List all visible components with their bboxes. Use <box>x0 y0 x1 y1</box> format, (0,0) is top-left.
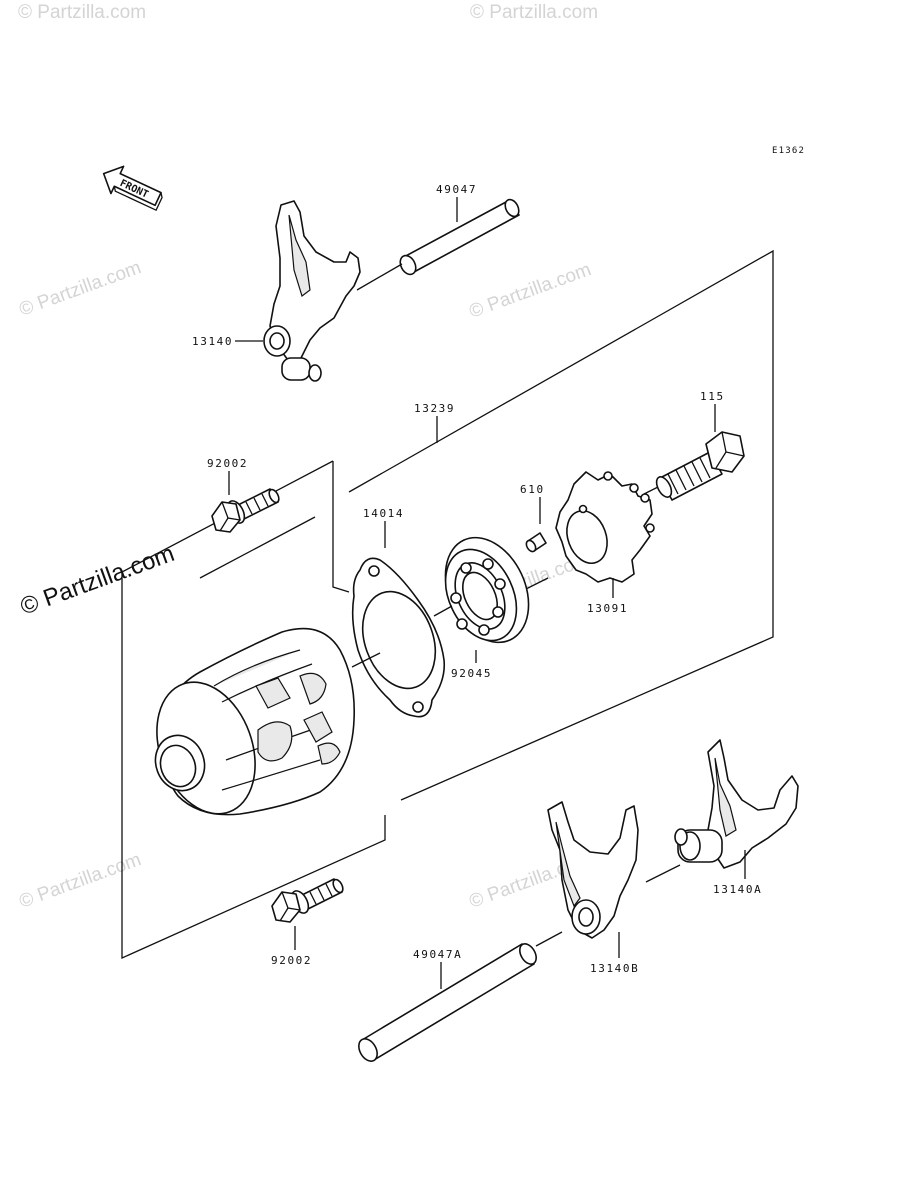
bearing-92045 <box>444 536 530 644</box>
bolt-115 <box>655 431 745 501</box>
label-49047: 49047 <box>436 183 477 196</box>
label-13091: 13091 <box>587 602 628 615</box>
label-92045: 92045 <box>451 667 492 680</box>
shift-fork-13140A <box>674 739 799 869</box>
shift-rod-49047A <box>358 943 537 1062</box>
bolt-92002-top <box>211 488 280 533</box>
pin-610 <box>525 532 547 553</box>
label-13140: 13140 <box>192 335 233 348</box>
cam-13091 <box>555 471 655 583</box>
label-49047A: 49047A <box>413 948 462 961</box>
front-arrow-icon: FRONT <box>102 165 163 212</box>
partzilla-watermark: © Partzilla.com <box>17 540 178 621</box>
watermark: © Partzilla.com <box>18 2 146 23</box>
watermark: © Partzilla.com <box>17 849 144 913</box>
label-13140A: 13140A <box>713 883 762 896</box>
watermark: © Partzilla.com <box>470 2 598 23</box>
label-13140B: 13140B <box>590 962 639 975</box>
shift-fork-13140 <box>263 200 361 382</box>
label-92002-bottom: 92002 <box>271 954 312 967</box>
watermark: © Partzilla.com <box>17 257 144 321</box>
shift-drum-13239 <box>154 627 356 816</box>
assembly-bracket <box>121 249 774 960</box>
label-14014: 14014 <box>363 507 404 520</box>
bolt-92002-bottom <box>271 878 344 923</box>
diagram-code: E1362 <box>772 146 805 156</box>
shift-fork-13140B <box>547 801 639 939</box>
watermark: © Partzilla.com <box>467 259 594 323</box>
label-13239: 13239 <box>414 402 455 415</box>
label-610: 610 <box>520 483 545 496</box>
label-92002-top: 92002 <box>207 457 248 470</box>
label-115: 115 <box>700 390 725 403</box>
shift-rod-49047 <box>399 198 520 276</box>
gasket-14014 <box>351 557 446 718</box>
